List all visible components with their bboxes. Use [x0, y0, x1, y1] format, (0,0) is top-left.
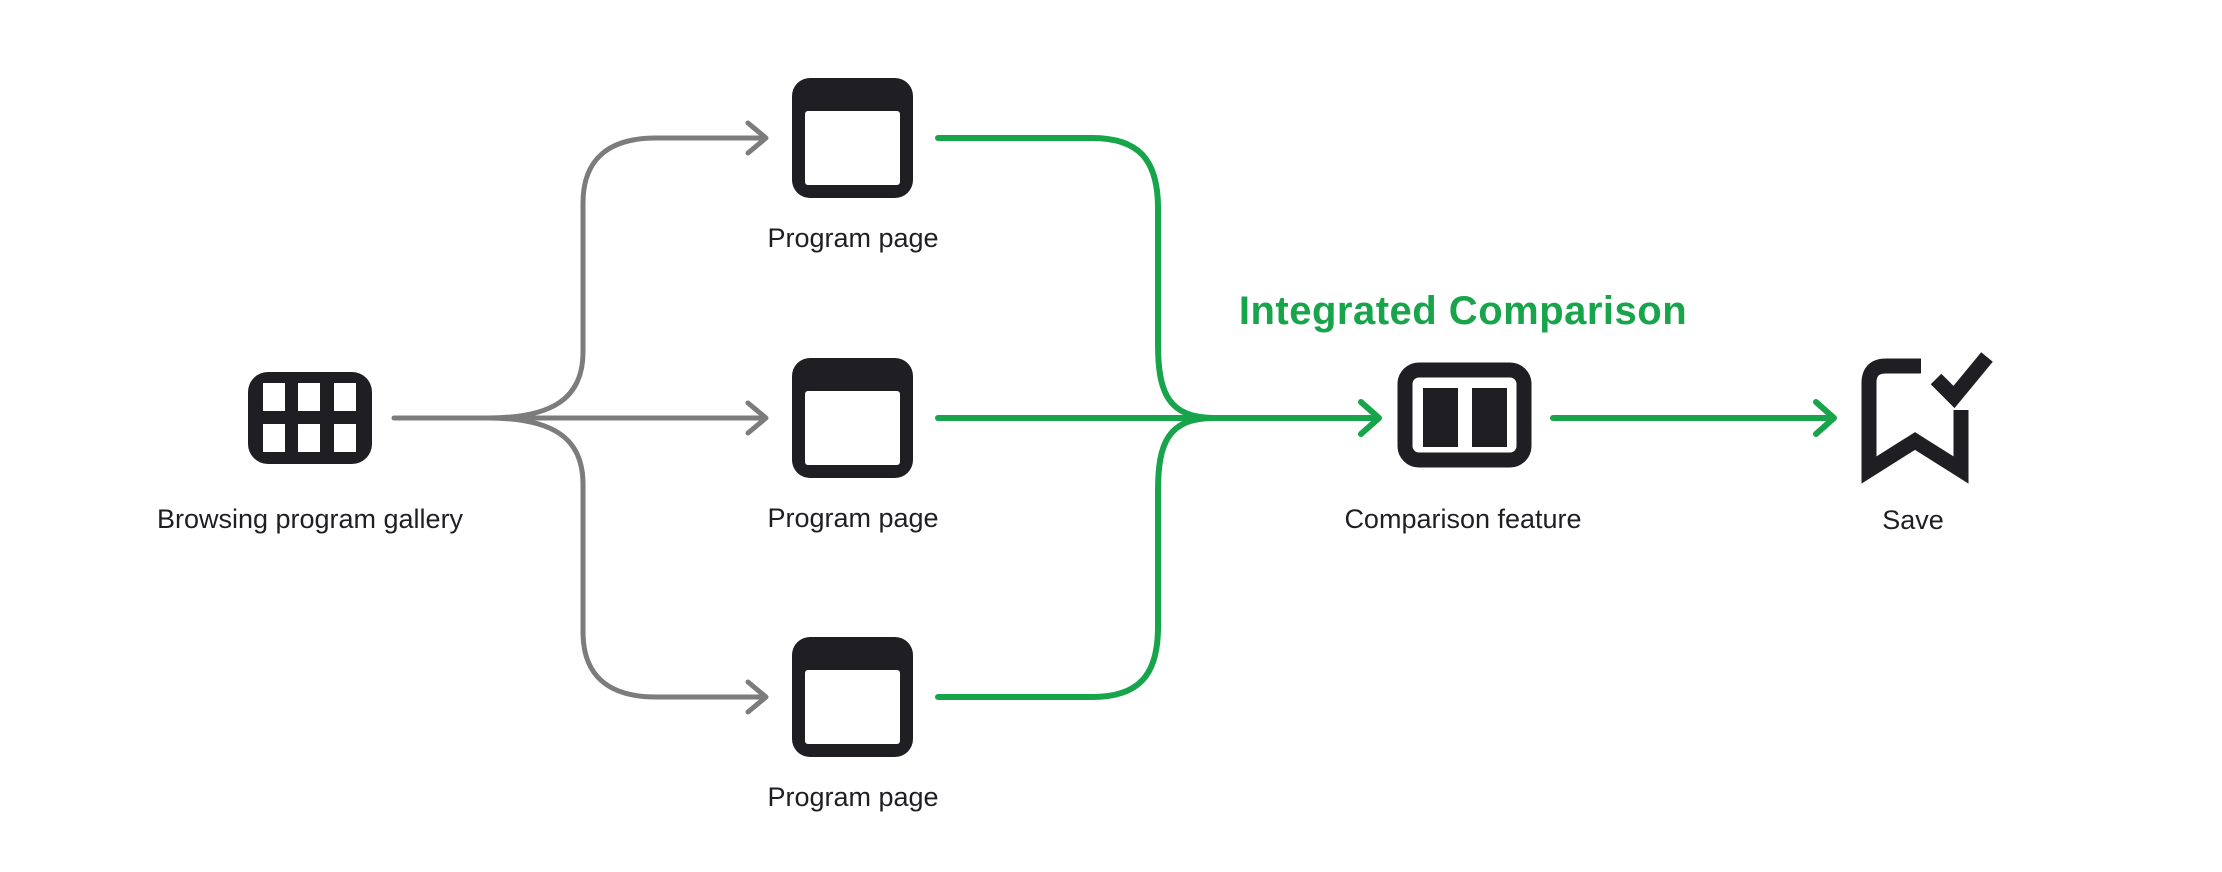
- green-connectors: [935, 135, 1837, 700]
- program-page-node: Program page: [767, 637, 939, 812]
- program-page-label: Program page: [767, 503, 938, 533]
- connector-gallery-to-bottom: [485, 415, 767, 700]
- bookmark-check-icon: [1861, 352, 1993, 484]
- arrowhead-icon: [745, 679, 769, 715]
- program-page-label: Program page: [767, 782, 938, 812]
- save-node: Save: [1861, 352, 1993, 535]
- comparison-label: Comparison feature: [1344, 504, 1581, 534]
- save-label: Save: [1882, 505, 1944, 535]
- browser-window-icon: [792, 637, 913, 757]
- diagram-title: Integrated Comparison: [1239, 289, 1687, 333]
- browser-window-icon: [792, 78, 913, 198]
- connector-bottom-page-to-merge: [935, 415, 1217, 700]
- grid-gallery-icon: [248, 372, 372, 464]
- program-page-label: Program page: [767, 223, 938, 253]
- arrowhead-icon: [1358, 399, 1382, 437]
- program-page-node: Program page: [767, 358, 939, 533]
- gallery-label: Browsing program gallery: [157, 504, 464, 534]
- program-page-node: Program page: [767, 78, 939, 253]
- connector-gallery-to-top: [485, 135, 767, 421]
- arrowhead-icon: [745, 120, 769, 156]
- split-panels-icon: [1397, 362, 1532, 468]
- connector-top-page-to-merge: [935, 135, 1217, 421]
- arrowhead-icon: [1813, 399, 1837, 437]
- gray-connectors: [391, 120, 769, 715]
- checkmark-glyph: [1930, 352, 1993, 409]
- arrowhead-icon: [745, 400, 769, 436]
- comparison-node: Comparison feature: [1344, 362, 1582, 534]
- gallery-node: Browsing program gallery: [157, 372, 464, 534]
- browser-window-icon: [792, 358, 913, 478]
